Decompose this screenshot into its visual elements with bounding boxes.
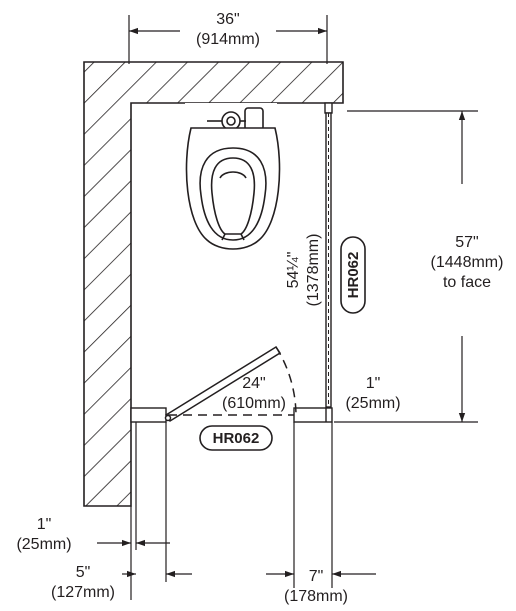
door-width-inch-label: 24" [242,375,265,392]
toilet-fixture [185,103,281,250]
door-hinge [164,414,172,422]
partition-side-panel [130,102,333,423]
labels: 36" (914mm) 57" (1448mm) to face 54¼" (1… [16,11,503,605]
wall-bracket-top [324,102,333,114]
pilaster-inch-label: 1" [366,375,381,392]
side-panel-tag-oval [340,236,366,314]
stile-left [130,407,167,423]
tag-ovals [199,236,366,451]
stile-left-mm-label: (127mm) [51,584,115,601]
panel-mm-label: (1378mm) [305,234,322,307]
wall-gap-inch-label: 1" [37,516,52,533]
depth-mm-label: (1448mm) [431,254,504,271]
door-width-mm-label: (610mm) [222,395,286,412]
side-panel-tag: HR062 [345,252,362,299]
door-tag-oval [199,425,273,451]
panel-inch-label: 54¼" [285,252,302,289]
door [164,345,297,423]
dimension-lines [97,15,478,600]
toilet-seat-arc [219,171,247,179]
width-inch-label: 36" [216,11,239,28]
door-swing-arc [275,346,297,416]
stile-left-inch-label: 5" [76,564,91,581]
width-mm-label: (914mm) [196,31,260,48]
depth-note-label: to face [443,274,491,291]
flush-valve [244,107,264,131]
wall-gap-mm-label: (25mm) [16,536,71,553]
stile-right-inch-label: 7" [309,568,324,585]
pilaster-mm-label: (25mm) [345,395,400,412]
wall-hatched [83,61,344,507]
walls [83,61,344,507]
door-tag: HR062 [213,430,260,447]
toilet-seat-opening [210,157,256,235]
stile-right-mm-label: (178mm) [284,588,348,605]
depth-inch-label: 57" [455,234,478,251]
